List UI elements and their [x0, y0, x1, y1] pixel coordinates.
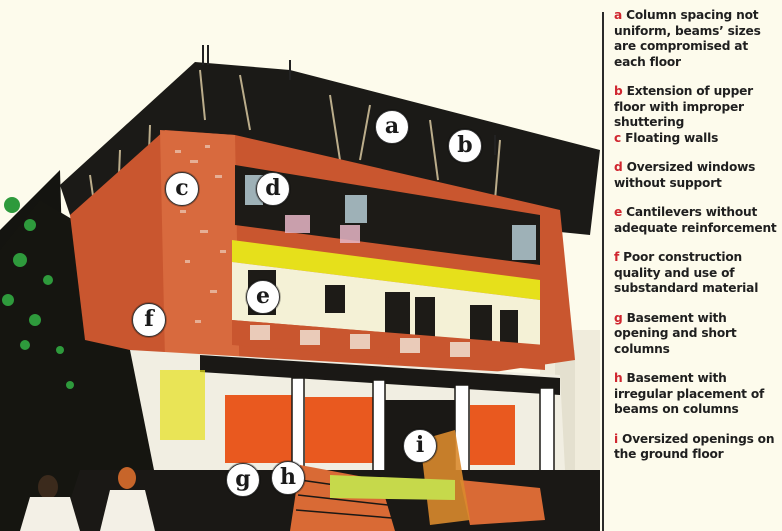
callout-b: b — [448, 129, 482, 163]
legend-divider — [602, 12, 604, 531]
callout-d: d — [256, 172, 290, 206]
callout-a: a — [375, 110, 409, 144]
legend-text: Basement with irregular placement of bea… — [614, 371, 765, 416]
legend-text: Column spacing not uniform, beams’ sizes… — [614, 8, 761, 69]
legend-letter: e — [614, 205, 623, 219]
legend-letter: i — [614, 431, 618, 446]
callout-h: h — [271, 461, 305, 495]
legend-item-h: h Basement with irregular placement of b… — [614, 371, 780, 418]
legend-item-i: i Oversized openings on the ground floor — [614, 432, 780, 463]
legend-letter: h — [614, 371, 623, 385]
legend-text: Oversized windows without support — [614, 160, 756, 190]
callout-f: f — [132, 303, 166, 337]
legend-letter: g — [614, 310, 623, 325]
legend-letter: c — [614, 130, 622, 145]
legend-item-b: b Extension of upper floor with improper… — [614, 84, 780, 131]
legend: a Column spacing not uniform, beams’ siz… — [614, 8, 780, 463]
legend-text: Extension of upper floor with improper s… — [614, 84, 753, 129]
callout-i: i — [403, 429, 437, 463]
legend-text: Floating walls — [625, 130, 719, 145]
legend-item-c: c Floating walls — [614, 131, 780, 147]
legend-item-f: f Poor construction quality and use of s… — [614, 250, 780, 297]
callout-e: e — [246, 280, 280, 314]
legend-letter: b — [614, 84, 623, 98]
callout-g: g — [226, 463, 260, 497]
legend-letter: f — [614, 250, 620, 264]
legend-item-d: d Oversized windows without support — [614, 160, 780, 191]
legend-item-a: a Column spacing not uniform, beams’ siz… — [614, 8, 780, 70]
legend-letter: a — [614, 8, 623, 22]
building-illustration: a b c d e f g h i — [0, 45, 600, 531]
legend-text: Cantilevers without adequate reinforceme… — [614, 205, 777, 235]
legend-letter: d — [614, 160, 623, 174]
legend-text: Basement with opening and short columns — [614, 310, 737, 356]
legend-item-e: e Cantilevers without adequate reinforce… — [614, 205, 780, 236]
callout-c: c — [165, 172, 199, 206]
legend-text: Oversized openings on the ground floor — [614, 431, 775, 462]
building-drawing — [0, 45, 600, 531]
legend-text: Poor construction quality and use of sub… — [614, 250, 759, 295]
legend-item-g: g Basement with opening and short column… — [614, 311, 780, 358]
